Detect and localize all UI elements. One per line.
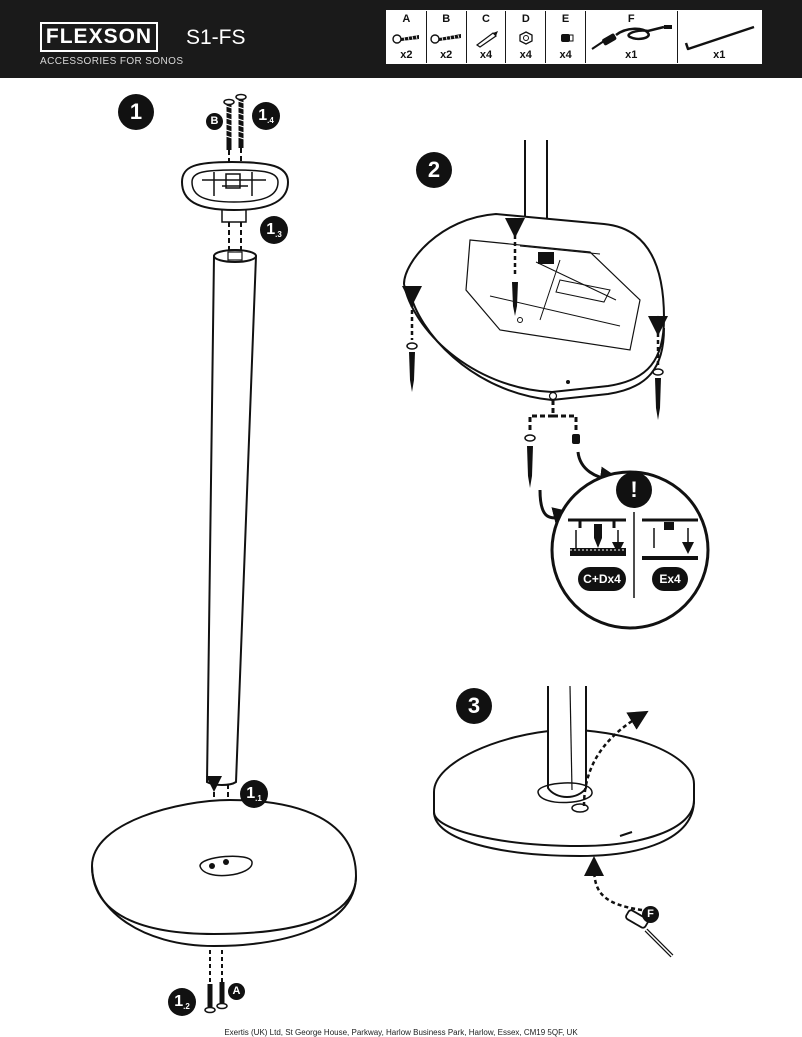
- step1-screws-bottom: [204, 982, 228, 1014]
- part-b-qty: x2: [440, 49, 453, 61]
- part-f: F x1: [586, 11, 678, 63]
- brand-name: FLEXSON: [45, 25, 153, 48]
- nut-icon: [519, 31, 534, 45]
- step2-spike-center: [505, 218, 525, 316]
- part-e: E x4: [546, 11, 586, 63]
- step1-2-main: 1: [174, 993, 184, 1010]
- step1-1-sfx: .1: [255, 793, 262, 803]
- part-d-qty: x4: [519, 49, 532, 61]
- step1-4-sfx: .4: [267, 115, 274, 125]
- step1-base: [90, 798, 358, 948]
- brand-logo: FLEXSON: [40, 22, 158, 52]
- part-d-letter: D: [521, 13, 530, 25]
- part-a: A x2: [387, 11, 427, 63]
- part-b-letter: B: [442, 13, 451, 25]
- warning-badge: !: [616, 472, 652, 508]
- step1-1-badge: 1.1: [240, 780, 268, 808]
- brand-tagline: ACCESSORIES FOR SONOS: [40, 56, 184, 67]
- part-d: D x4: [506, 11, 547, 63]
- model-name: S1-FS: [186, 26, 246, 49]
- option-foot-label: Ex4: [652, 567, 688, 591]
- step2-spike-left: [402, 286, 422, 392]
- spike-icon: [475, 31, 498, 48]
- step1-2-badge: 1.2: [168, 988, 196, 1016]
- part-e-letter: E: [561, 13, 570, 25]
- part-allen-qty: x1: [713, 49, 726, 61]
- step3-pole: [537, 685, 593, 813]
- long-screw-icon: [392, 34, 419, 44]
- allen-key-icon: [684, 25, 754, 51]
- step1-4-badge: 1.4: [252, 102, 280, 130]
- foot-icon: [561, 34, 574, 42]
- part-e-qty: x4: [559, 49, 572, 61]
- short-screw-icon: [430, 34, 461, 44]
- step1-1-main: 1: [246, 785, 256, 802]
- part-f-badge: F: [642, 906, 659, 923]
- part-c-letter: C: [482, 13, 490, 25]
- part-a-badge: A: [228, 983, 245, 1000]
- power-cable-icon: [591, 25, 672, 50]
- step3-cable-route-up: [582, 710, 649, 807]
- header-bar: FLEXSON ACCESSORIES FOR SONOS S1-FS A x2…: [0, 0, 802, 78]
- step1-badge: 1: [118, 94, 154, 130]
- part-b: B x2: [427, 11, 467, 63]
- part-a-qty: x2: [400, 49, 413, 61]
- step3-badge: 3: [456, 688, 492, 724]
- step2-spike-right: [648, 316, 668, 420]
- step1-dashed-guide-bottom: [209, 950, 223, 984]
- part-c-qty: x4: [479, 49, 493, 61]
- step1-2-sfx: .2: [183, 1001, 190, 1011]
- step1-3-sfx: .3: [275, 229, 282, 239]
- part-a-letter: A: [402, 13, 411, 25]
- footer-address: Exertis (UK) Ltd, St George House, Parkw…: [224, 1028, 578, 1037]
- step1-4-main: 1: [258, 107, 268, 124]
- part-c: C x4: [467, 11, 507, 63]
- step1-top-bracket: [180, 160, 290, 223]
- step1-3-main: 1: [266, 221, 276, 238]
- step2-base-underside: [402, 212, 666, 402]
- option-spike-label: C+Dx4: [578, 567, 626, 591]
- part-f-qty: x1: [625, 49, 638, 61]
- step3-cable-route-in: [584, 856, 643, 912]
- parts-list: A x2 B x2 C x4 D: [386, 10, 762, 64]
- step1-3-badge: 1.3: [260, 216, 288, 244]
- part-allen-key: x1: [678, 11, 762, 63]
- part-b-badge: B: [206, 113, 223, 130]
- step1-dashed-guide-top: [228, 222, 242, 254]
- step2-badge: 2: [416, 152, 452, 188]
- step1-pole: [205, 249, 258, 786]
- step3-power-cable: [625, 909, 674, 958]
- part-f-letter: F: [627, 13, 635, 25]
